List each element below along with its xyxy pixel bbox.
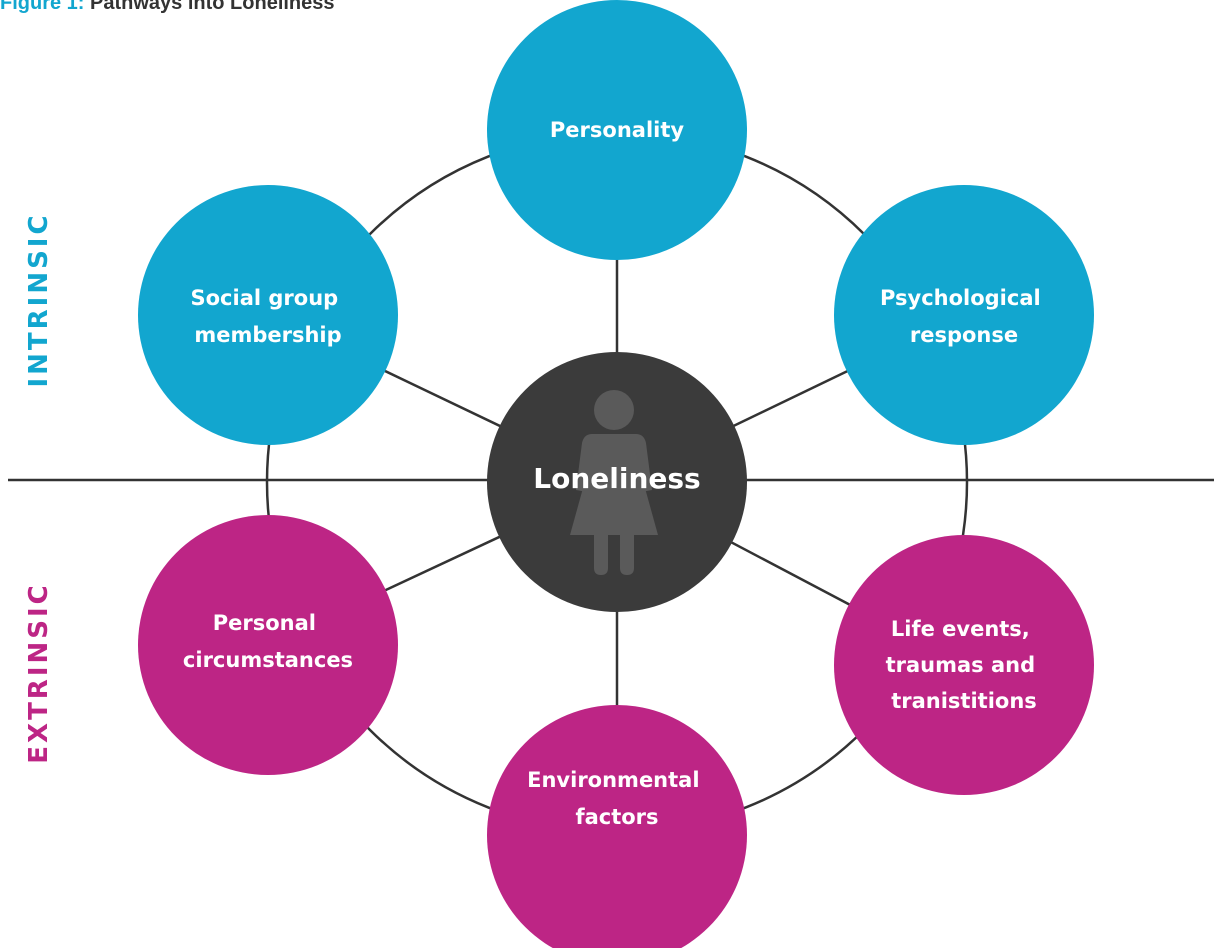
label-line: tranistitions	[891, 689, 1037, 713]
figure-title: Figure 1: Pathways into Loneliness	[0, 0, 335, 15]
node-life-events	[834, 535, 1094, 795]
node-personality	[487, 0, 747, 260]
label-line: Life events,	[891, 617, 1030, 641]
label-personal-circumstances: Personal circumstances	[183, 611, 353, 672]
label-extrinsic: EXTRINSIC	[24, 582, 54, 763]
label-line: response	[910, 323, 1018, 347]
label-social-group-membership: Social group membership	[191, 286, 346, 347]
label-line: Personal	[213, 611, 316, 635]
label-line: traumas and	[886, 653, 1036, 677]
label-life-events: Life events, traumas and tranistitions	[886, 617, 1043, 713]
node-social-group-membership	[138, 185, 398, 445]
label-line: Social group	[191, 286, 339, 310]
label-line: Personality	[550, 118, 684, 142]
label-line: Environmental	[527, 768, 699, 792]
label-line: membership	[194, 323, 341, 347]
figure-name: Pathways into Loneliness	[90, 0, 335, 14]
label-personality: Personality	[550, 118, 684, 142]
label-line: factors	[575, 805, 658, 829]
person-icon	[570, 390, 658, 575]
node-personal-circumstances	[138, 515, 398, 775]
label-environmental-factors: Environmental factors	[527, 768, 707, 829]
label-line: Psychological	[880, 286, 1041, 310]
figure-number: Figure 1:	[0, 0, 85, 14]
label-line: circumstances	[183, 648, 353, 672]
node-environmental-factors	[487, 705, 747, 948]
node-psychological-response	[834, 185, 1094, 445]
label-intrinsic: INTRINSIC	[24, 212, 54, 387]
label-loneliness: Loneliness	[533, 462, 700, 495]
label-psychological-response: Psychological response	[880, 286, 1048, 347]
